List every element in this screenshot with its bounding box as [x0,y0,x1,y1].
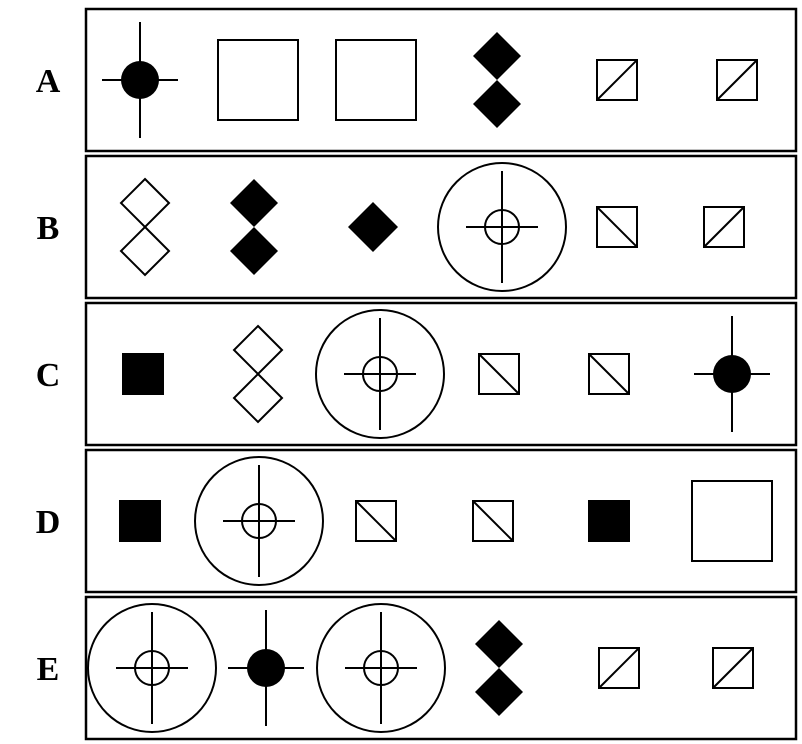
target-circle-icon [437,162,567,292]
option-label: E [37,651,60,688]
square-slash-forward-icon [712,647,754,689]
target-circle-icon [316,603,446,733]
option-panel [84,154,798,300]
option-panel [84,301,798,447]
option-row-b[interactable]: B [37,154,798,300]
filled-cross-circle-icon [694,316,770,432]
double-black-diamond-icon [473,32,521,128]
square-slash-back-icon [588,353,630,395]
option-panel [84,7,798,153]
square-slash-back-icon [478,353,520,395]
double-black-diamond-icon [230,179,278,275]
square-slash-forward-icon [716,59,758,101]
large-square-icon [217,39,299,121]
square-slash-forward-icon [598,647,640,689]
option-row-c[interactable]: C [36,301,798,447]
small-black-square-icon [588,500,630,542]
option-panel [84,448,798,594]
option-row-e[interactable]: E [37,595,798,741]
option-rows: A B C D E [36,7,798,741]
option-label: B [37,210,60,247]
target-circle-icon [315,309,445,439]
large-square-icon [335,39,417,121]
double-black-diamond-icon [475,620,523,716]
target-circle-icon [194,456,324,586]
square-slash-forward-icon [703,206,745,248]
option-row-d[interactable]: D [36,448,798,594]
double-white-diamond-icon [232,324,284,424]
option-label: A [36,63,61,100]
option-row-a[interactable]: A [36,7,798,153]
target-circle-icon [87,603,217,733]
square-slash-back-icon [472,500,514,542]
single-black-diamond-icon [348,202,398,252]
option-label: C [36,357,61,394]
small-black-square-icon [119,500,161,542]
option-label: D [36,504,61,541]
option-panel [84,595,798,741]
filled-cross-circle-icon [102,22,178,138]
square-slash-back-icon [596,206,638,248]
small-black-square-icon [122,353,164,395]
double-white-diamond-icon [119,177,171,277]
square-slash-back-icon [355,500,397,542]
square-slash-forward-icon [596,59,638,101]
large-square-icon [691,480,773,562]
filled-cross-circle-icon [228,610,304,726]
